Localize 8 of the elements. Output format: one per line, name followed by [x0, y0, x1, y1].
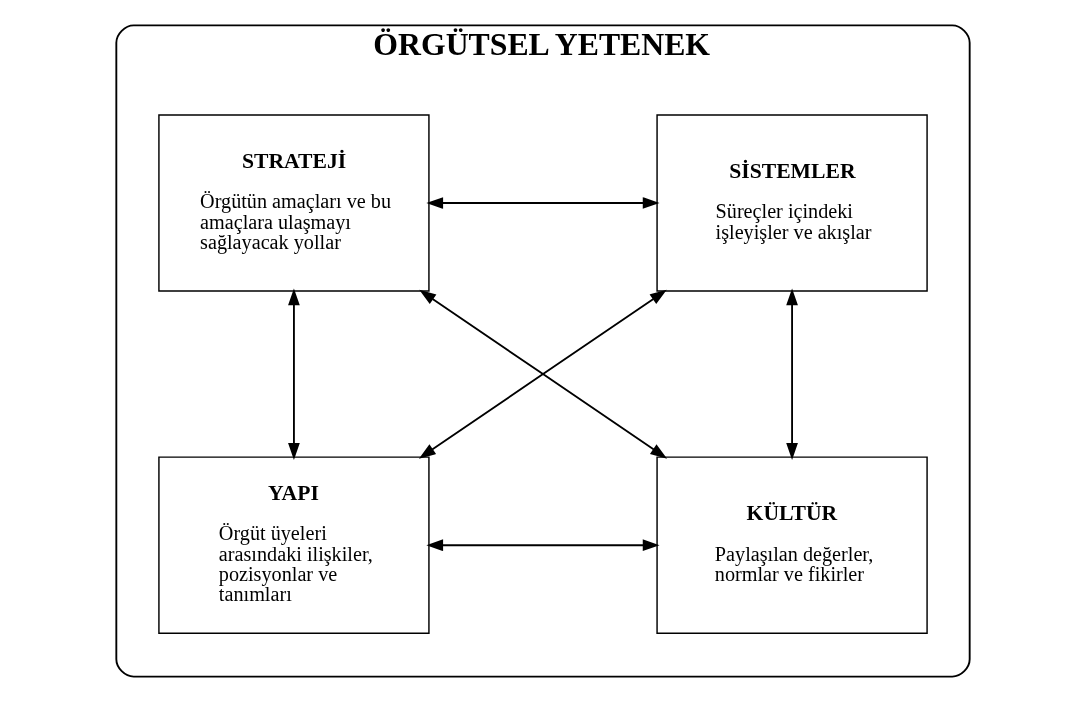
node-box: STRATEJİ Örgütün amaçları ve bu amaçlara ulaşmayı sağlayacak yollar — [158, 114, 430, 292]
arrow — [426, 197, 660, 209]
node-box: YAPI Örgüt üyeleri arasındaki ilişkiler, pozisyonlar ve tanımları — [158, 456, 430, 634]
node-box: SİSTEMLER Süreçler içindeki işleyişler ve akışlar — [656, 114, 928, 292]
arrow — [426, 539, 660, 552]
node-box: KÜLTÜR Paylaşılan değerler, normlar ve fikirler — [656, 456, 928, 634]
arrow — [288, 288, 300, 460]
arrow — [786, 288, 798, 460]
